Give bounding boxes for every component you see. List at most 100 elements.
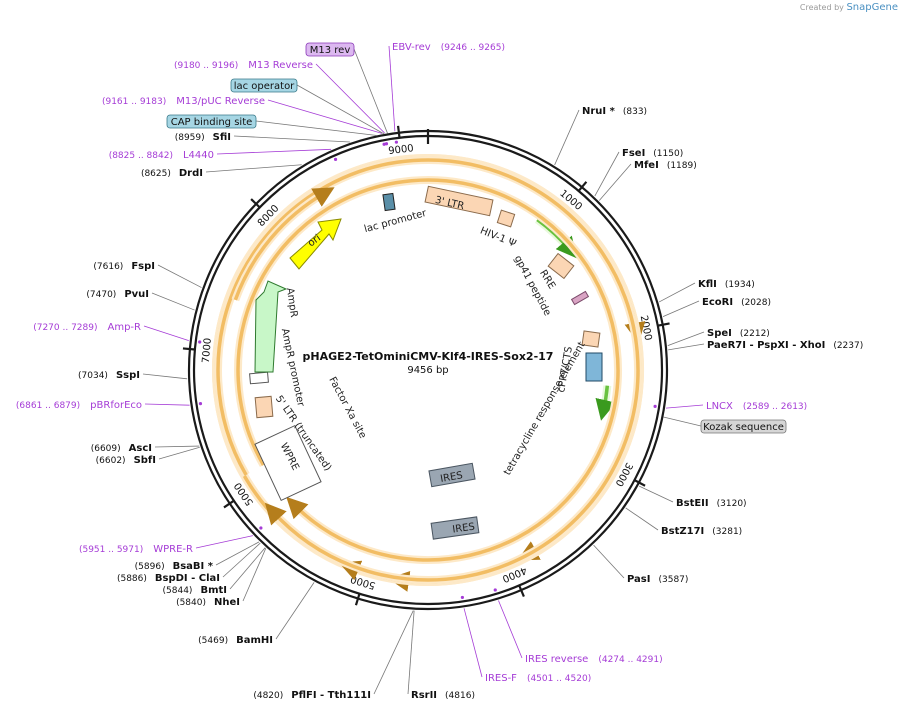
primer-leader: [216, 148, 332, 155]
orf-arc-halo: [561, 204, 641, 334]
primer-name: L4440: [183, 150, 214, 161]
enzyme-label: BstZ17I(3281): [661, 526, 742, 537]
ori-arrow: [289, 218, 342, 270]
feature-label: lac promoter: [363, 208, 429, 235]
enzyme-leader: [594, 151, 620, 197]
enzyme-position: (5844): [163, 586, 193, 596]
ires-block-2: [430, 516, 480, 540]
primer-name: pBRforEco: [90, 400, 142, 411]
ruler-tick: [354, 593, 361, 606]
enzyme-star: *: [204, 561, 213, 572]
enzyme-name: FseI: [622, 148, 645, 159]
enzyme-position: (6602): [96, 456, 126, 466]
primer-name: IRES reverse: [525, 654, 588, 665]
enzyme-position: (8959): [175, 133, 205, 143]
primer-leader: [195, 535, 253, 549]
enzyme-label: PaeR7I - PspXI - XhoI(2237): [707, 340, 863, 351]
primer-binding-mark: [198, 401, 203, 406]
hiv-psi-block: [496, 209, 516, 228]
primer-binding-mark: [333, 157, 338, 161]
feature-box: [166, 114, 257, 129]
enzyme-leader: [625, 507, 659, 531]
enzyme-leader: [373, 610, 414, 695]
feature-box: [700, 419, 787, 434]
enzyme-leader: [142, 373, 188, 380]
primer-label: IRES-F(4501 .. 4520): [485, 673, 591, 684]
enzyme-name: BstEII: [676, 498, 709, 509]
primer-name: IRES-F: [485, 673, 517, 684]
enzyme-label: (6602)SbfI: [96, 455, 156, 466]
gp41-block: [570, 290, 590, 306]
ruler-tick: [250, 198, 261, 209]
enzyme-name: BspDI - ClaI: [155, 573, 220, 584]
feature-box-label: lac operator: [230, 78, 298, 93]
enzyme-name: BmtI: [200, 585, 227, 596]
boxed-label-leader: [296, 84, 385, 135]
ires-block-1: [428, 462, 476, 488]
enzyme-name: RsrII: [411, 690, 437, 701]
primer-leader: [144, 403, 190, 406]
primer-position: (7270 .. 7289): [33, 323, 97, 333]
enzyme-leader: [668, 343, 705, 351]
enzyme-position: (2237): [833, 341, 863, 351]
enzyme-label: (7034)SspI: [78, 370, 140, 381]
enzyme-label: (8959)SfiI: [175, 132, 231, 143]
enzyme-position: (833): [623, 107, 647, 117]
feature-box-text: CAP binding site: [171, 117, 253, 128]
enzyme-name: KflI: [698, 279, 717, 290]
primer-position: (2589 .. 2613): [743, 402, 807, 412]
enzyme-leader: [242, 548, 267, 602]
enzyme-label: PasI(3587): [627, 574, 688, 585]
enzyme-name: PasI: [627, 574, 650, 585]
primer-label: (8825 .. 8842) L4440: [109, 150, 214, 161]
enzyme-name: MfeI: [634, 160, 659, 171]
ruler-tick: [633, 479, 646, 487]
plasmid-name: pHAGE2-TetOminiCMV-Klf4-IRES-Sox2-17: [303, 350, 554, 363]
primer-position: (4274 .. 4291): [598, 655, 662, 665]
enzyme-leader: [205, 164, 302, 173]
enzyme-position: (5886): [117, 574, 147, 584]
feature-box-text: Kozak sequence: [703, 422, 784, 433]
enzyme-label: EcoRI(2028): [702, 297, 771, 308]
boxed-label-leader: [353, 48, 388, 134]
primer-binding-mark: [382, 142, 386, 146]
enzyme-label: BstEII (3120): [676, 498, 747, 509]
enzyme-position: (4820): [253, 691, 283, 701]
primer-leader: [315, 63, 385, 134]
orf-arc: [233, 187, 335, 301]
enzyme-leader: [229, 547, 266, 590]
primer-position: (9180 .. 9196): [174, 61, 238, 71]
primer-leader: [665, 404, 704, 409]
enzyme-label: FseI(1150): [622, 148, 683, 159]
ruler-tick: [518, 585, 525, 597]
enzyme-position: (3120): [717, 499, 747, 509]
orf-arc-green: [536, 218, 578, 259]
primer-position: (5951 .. 5971): [79, 545, 143, 555]
ruler-tick: [396, 125, 401, 138]
primer-binding-mark: [384, 142, 389, 146]
enzyme-position: (5840): [176, 598, 206, 608]
feature-label: IRES: [452, 522, 476, 536]
ruler-tick: [577, 181, 588, 192]
enzyme-position: (6609): [91, 444, 121, 454]
primer-leader: [267, 99, 383, 134]
boxed-label-leader: [663, 416, 702, 427]
orf-arc-green: [595, 385, 616, 421]
enzyme-leader: [407, 610, 415, 695]
boxed-label-leader: [255, 120, 377, 136]
enzyme-name: NheI: [214, 597, 240, 608]
primer-label: (6861 .. 6879)pBRforEco: [16, 400, 142, 411]
enzyme-name: BstZ17I: [661, 526, 704, 537]
feature-box-text: lac operator: [234, 81, 295, 92]
enzyme-leader: [157, 264, 202, 288]
enzyme-leader: [215, 541, 260, 566]
primer-name: M13/pUC Reverse: [176, 96, 265, 107]
primer-binding-mark: [259, 526, 263, 530]
ruler-tick: [223, 499, 235, 509]
orf-arc: [517, 434, 630, 561]
primer-position: (8825 .. 8842): [109, 151, 173, 161]
primer-label: (5951 .. 5971)WPRE-R: [79, 544, 193, 555]
snapgene-branding: Created by SnapGene: [800, 2, 898, 13]
five-ltr-block: [254, 395, 274, 419]
